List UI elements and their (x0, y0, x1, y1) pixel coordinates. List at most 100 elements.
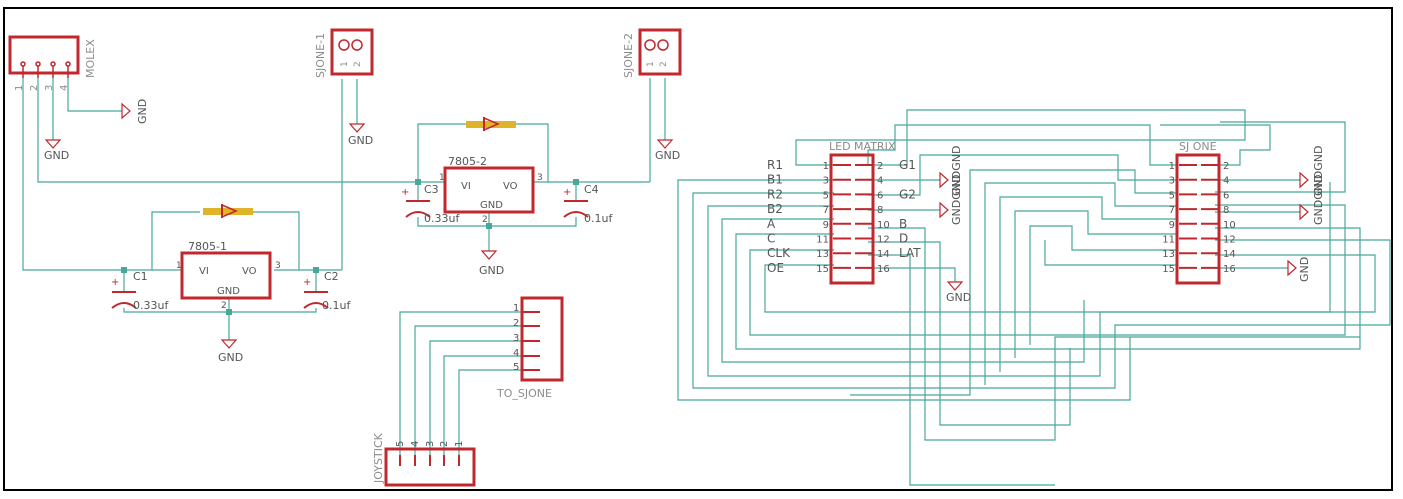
header-odd-pin: 13 (816, 249, 829, 260)
to-sjone-connector: TO_SJONE 1 2 3 4 5 (496, 296, 564, 400)
signal-left-label: CLK (767, 246, 791, 260)
sjone-2-connector: SJONE-2 1 2 (622, 28, 682, 78)
signal-left-label: R2 (767, 187, 783, 201)
gndgnd-label-sj-1: GNDGND (1312, 146, 1325, 196)
reg2-vi: VI (461, 181, 471, 192)
to-sjone-pin-2: 2 (513, 318, 519, 329)
molex-name: MOLEX (84, 39, 97, 78)
signal-right-label: G2 (899, 187, 916, 201)
diode-1 (203, 203, 253, 219)
header-odd-pin: 5 (1169, 190, 1175, 201)
header-odd-pin: 13 (1162, 249, 1175, 260)
capacitor-c1: + C1 0.33uf (111, 270, 169, 312)
gndgnd-label-led-1: GNDGND (950, 146, 963, 196)
signal-left-label: B1 (767, 173, 783, 187)
reg1-name: 7805-1 (188, 240, 227, 253)
signal-left-label: C (767, 232, 775, 246)
header-even-pin: 4 (1223, 176, 1229, 187)
header-even-pin: 12 (877, 235, 890, 246)
gndgnd-label-sj-2: GNDGND (1312, 175, 1325, 225)
capacitor-c2: + C2 0.1uf (303, 270, 351, 312)
header-odd-pin: 7 (1169, 205, 1175, 216)
gnd-labels: GND GND GND GND GND GND GND GNDGND GNDGN… (44, 99, 1325, 364)
c2-value: 0.1uf (322, 299, 351, 312)
header-even-pin: 10 (1223, 220, 1236, 231)
reg2-pin-2: 2 (482, 215, 488, 225)
header-odd-pin: 7 (823, 205, 829, 216)
header-odd-pin: 3 (823, 176, 829, 187)
capacitor-c4: + C4 0.1uf (563, 183, 613, 225)
sjone-1-pin-2: 2 (353, 61, 363, 67)
wires (22, 78, 1391, 486)
header-even-pin: 6 (877, 190, 883, 201)
molex-connector: MOLEX 1 2 3 4 (8, 35, 97, 91)
c2-name: C2 (324, 270, 339, 283)
header-odd-pin: 11 (1162, 235, 1175, 246)
signal-right-label: LAT (899, 246, 921, 260)
joystick-pin-1: 1 (454, 441, 465, 447)
header-odd-pin: 1 (1169, 161, 1175, 172)
signal-left-label: A (767, 217, 776, 231)
header-odd-pin: 15 (1162, 264, 1175, 275)
sjone-1-name: SJONE-1 (314, 33, 327, 78)
molex-pin-1: 1 (14, 85, 25, 91)
regulator-7805-2: 7805-2 VI VO GND 1 2 3 (439, 155, 543, 225)
sheet-border (3, 7, 1393, 491)
header-odd-pin: 9 (823, 220, 829, 231)
signal-right-label: D (899, 232, 908, 246)
joystick-connector: JOYSTICK 5 4 3 2 1 (372, 432, 476, 487)
reg1-pin-1: 1 (176, 261, 182, 271)
sjone-2-pin-1: 1 (646, 61, 656, 67)
sjone-1-connector: SJONE-1 1 2 (314, 28, 374, 78)
c3-plus: + (401, 187, 409, 198)
gnd-label-reg1: GND (218, 351, 243, 364)
c2-plus: + (303, 277, 311, 288)
junctions (121, 179, 579, 315)
capacitor-c3: + C3 0.33uf (401, 183, 460, 225)
sjone-2-pin-2: 2 (659, 61, 669, 67)
header-even-pin: 2 (1223, 161, 1229, 172)
header-odd-pin: 9 (1169, 220, 1175, 231)
signal-left-label: R1 (767, 158, 783, 172)
c3-value: 0.33uf (424, 212, 460, 225)
joystick-pin-4: 4 (410, 441, 421, 447)
reg1-vo: VO (242, 266, 257, 277)
header-odd-pin: 15 (816, 264, 829, 275)
header-even-pin: 16 (877, 264, 890, 275)
signal-left-label: OE (767, 261, 784, 275)
molex-pin-3: 3 (44, 85, 55, 91)
to-sjone-pin-1: 1 (513, 303, 519, 314)
header-even-pin: 10 (877, 220, 890, 231)
signal-right-label: B (899, 217, 907, 231)
to-sjone-pin-3: 3 (513, 333, 519, 344)
to-sjone-name: TO_SJONE (496, 387, 552, 400)
regulator-7805-1: 7805-1 VI VO GND 1 2 3 (176, 240, 281, 311)
sj-one-name: SJ ONE (1179, 140, 1217, 153)
header-odd-pin: 5 (823, 190, 829, 201)
reg1-vi: VI (199, 266, 209, 277)
joystick-pin-5: 5 (395, 441, 406, 447)
c1-name: C1 (133, 270, 148, 283)
joystick-pin-2: 2 (439, 441, 450, 447)
to-sjone-pin-5: 5 (513, 362, 519, 373)
signal-right-label: G1 (899, 158, 916, 172)
joystick-pin-3: 3 (425, 441, 436, 447)
reg2-vo: VO (503, 181, 518, 192)
gnd-label-molex2: GND (44, 149, 69, 162)
header-odd-pin: 11 (816, 235, 829, 246)
header-even-pin: 8 (877, 205, 883, 216)
reg2-name: 7805-2 (448, 155, 487, 168)
c4-plus: + (563, 187, 571, 198)
gndgnd-label-led-2: GNDGND (950, 175, 963, 225)
sjone-2-name: SJONE-2 (622, 33, 635, 78)
header-even-pin: 6 (1223, 190, 1229, 201)
c1-value: 0.33uf (133, 299, 169, 312)
molex-pin-4: 4 (59, 85, 70, 91)
diode-2 (466, 116, 516, 132)
header-even-pin: 2 (877, 161, 883, 172)
header-odd-pin: 1 (823, 161, 829, 172)
reg1-gnd: GND (217, 286, 240, 297)
gnd-label-reg2: GND (479, 264, 504, 277)
